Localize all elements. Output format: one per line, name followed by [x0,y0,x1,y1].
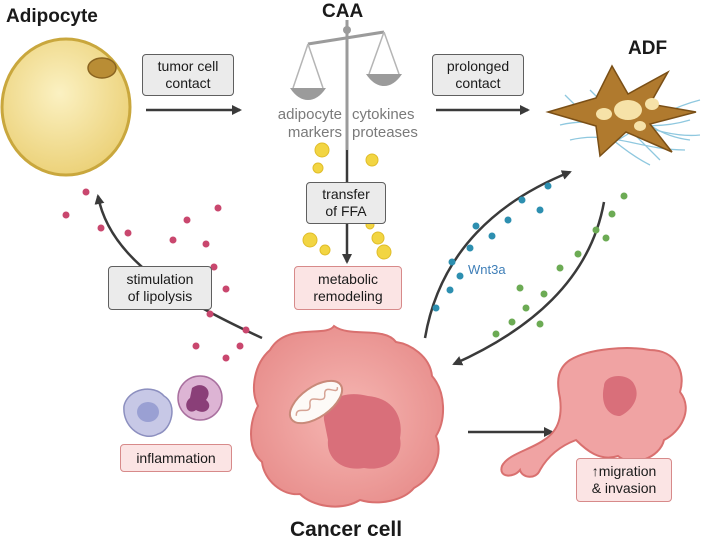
tumor-contact-line2: contact [165,75,211,91]
transfer-line1: transfer [322,186,370,202]
balance-scale-icon [290,20,402,150]
inflammation-box: inflammation [120,444,232,472]
scale-right-label: cytokines proteases [352,106,418,142]
stimulation-line2: of lipolysis [127,288,193,304]
blue-dots [432,182,552,312]
metabolic-line2: remodeling [313,288,383,304]
migration-line1: ↑migration [591,463,657,479]
inflammation-text: inflammation [136,449,216,466]
stimulation-line1: stimulation [126,271,194,287]
caa-label: CAA [322,1,364,22]
cancer-cell [250,324,445,508]
prolonged-line1: prolonged [446,58,510,74]
adipocyte-cell [0,37,132,177]
immune-cells [123,375,223,437]
scale-left-label: adipocyte markers [258,106,342,142]
wnt3a-label: Wnt3a [468,262,506,277]
arrow-cancer-to-adf [423,170,572,339]
scale-left-line2: markers [287,124,342,141]
prolonged-line2: contact [455,75,501,91]
scale-right-line2: proteases [352,124,418,141]
migration-invasion-box: ↑migration& invasion [576,458,672,502]
migration-line2: & invasion [591,480,657,496]
adf-label: ADF [628,38,668,59]
scale-left-line1: adipocyte [277,106,342,123]
migrating-cell [500,347,687,478]
scale-right-line1: cytokines [352,106,415,123]
cancer-cell-label: Cancer cell [290,518,403,541]
tumor-contact-line1: tumor cell [157,58,219,74]
fibroblast-cell [545,64,701,166]
ffa-droplets [302,142,392,260]
transfer-line2: of FFA [325,203,367,219]
metabolic-line1: metabolic [318,271,378,287]
green-dots [492,192,628,338]
adipocyte-label: Adipocyte [6,6,98,27]
